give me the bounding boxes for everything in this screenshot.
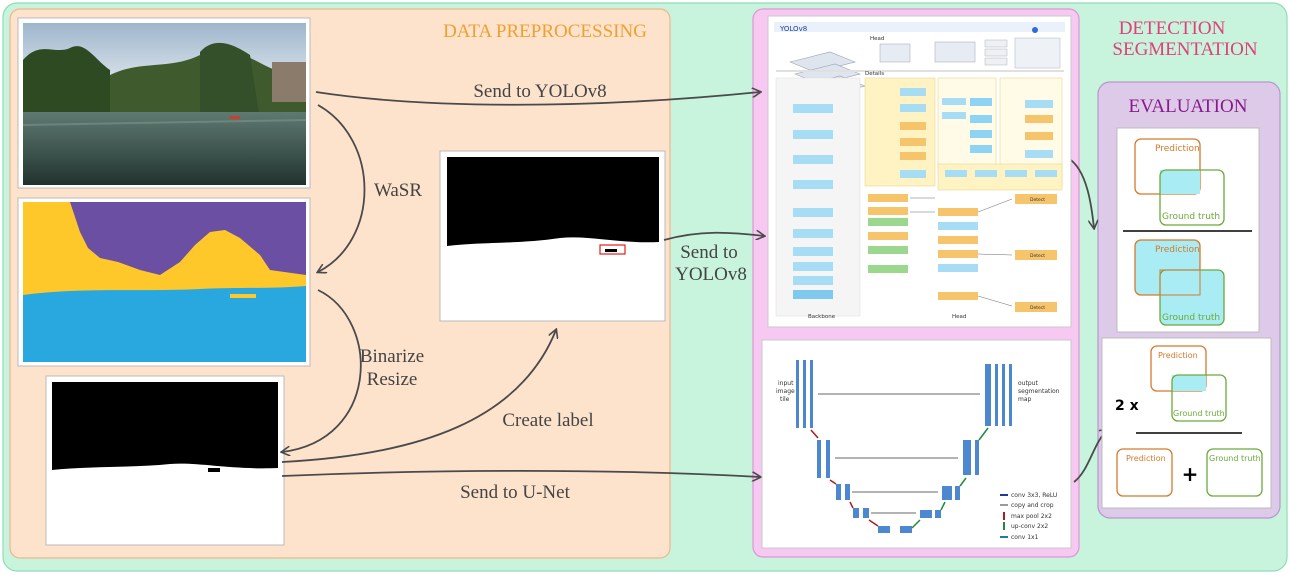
yolo-details-block	[864, 77, 1063, 191]
unet-input-2: image	[776, 388, 795, 395]
unet-legend-1: conv 3x3, ReLU	[1011, 492, 1057, 499]
unet-architecture: input image tile output segmentation map	[761, 339, 1072, 549]
label-mask-yolo	[439, 150, 666, 322]
dice-two-x: 2 x	[1115, 398, 1139, 414]
iou-prediction-bottom: Prediction	[1155, 245, 1200, 255]
unet-legend-3: max pool 2x2	[1011, 513, 1052, 520]
unet-legend-2: copy and crop	[1011, 502, 1054, 509]
river-photo	[17, 17, 311, 189]
resize-label: Resize	[367, 369, 418, 390]
yolov8-architecture: YOLOv8 Head Details	[767, 15, 1072, 328]
dice-prediction-top: Prediction	[1158, 351, 1198, 360]
send-yolo-mid-label-2: YOLOv8	[675, 264, 747, 285]
create-label-label: Create label	[502, 410, 593, 431]
unet-input-3: tile	[780, 396, 790, 403]
wasr-label: WaSR	[374, 180, 422, 201]
yolo-head-blocks: Detect Detect Detect Head	[868, 194, 1057, 320]
unet-output-2: segmentation	[1018, 388, 1060, 395]
unet-output-3: map	[1018, 396, 1032, 403]
dice-gt-bottom: Ground truth	[1209, 454, 1261, 463]
yolo-backbone-column: Backbone	[775, 77, 861, 320]
yolo-head-top: Head	[870, 36, 884, 42]
binary-mask-unet	[45, 375, 285, 546]
yolo-top-schematic	[789, 27, 1061, 97]
preprocessing-title: DATA PREPROCESSING	[443, 21, 647, 42]
unet-output-1: output	[1018, 380, 1038, 387]
send-yolo-mid-label-1: Send to	[680, 242, 738, 263]
yolo-head-label: Head	[952, 314, 966, 320]
dice-gt-top: Ground truth	[1173, 409, 1225, 418]
flow-arrows	[282, 92, 1108, 483]
segmentation-title: SEGMENTATION	[1112, 39, 1257, 60]
binarize-label: Binarize	[360, 346, 424, 367]
detection-title: DETECTION	[1119, 18, 1226, 39]
dice-formula: Prediction Ground truth 2 x Prediction +…	[1101, 337, 1272, 509]
yolo-title: YOLOv8	[779, 25, 807, 33]
yolo-details: Details	[865, 71, 884, 77]
unet-legend-5: conv 1x1	[1011, 534, 1039, 541]
evaluation-title: EVALUATION	[1129, 96, 1248, 117]
dice-prediction-bottom: Prediction	[1126, 454, 1166, 463]
iou-gt-bottom: Ground truth	[1162, 313, 1220, 323]
yolo-detect-3: Detect	[1030, 305, 1045, 311]
yolo-detect-1: Detect	[1030, 197, 1045, 203]
unet-legend: conv 3x3, ReLU copy and crop max pool 2x…	[1000, 492, 1057, 541]
send-yolo-top-label: Send to YOLOv8	[473, 81, 606, 102]
unet-input-1: input	[778, 380, 794, 387]
wasr-segmentation	[17, 197, 311, 367]
iou-formula: Prediction Ground truth Prediction Groun…	[1116, 127, 1260, 333]
iou-gt-top: Ground truth	[1162, 212, 1220, 222]
yolo-detect-2: Detect	[1030, 253, 1045, 259]
unet-legend-4: up-conv 2x2	[1011, 523, 1048, 530]
yolo-backbone-label: Backbone	[808, 314, 836, 320]
send-unet-label: Send to U-Net	[460, 482, 570, 503]
dice-plus: +	[1182, 462, 1199, 486]
iou-prediction-top: Prediction	[1155, 144, 1200, 154]
